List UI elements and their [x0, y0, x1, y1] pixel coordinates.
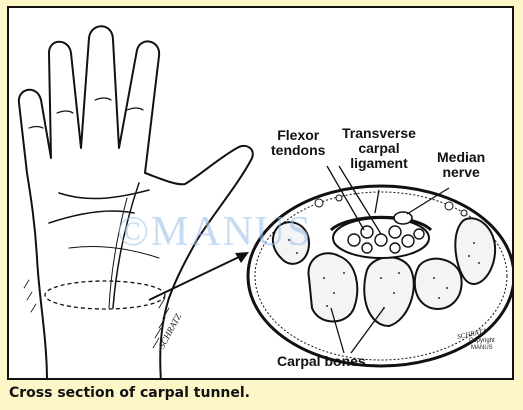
label-median-nerve: Median nerve [437, 150, 485, 180]
wrist-section-marker [45, 281, 165, 309]
label-transverse-carpal-ligament: Transverse carpal ligament [342, 126, 416, 171]
pointer-arrow [149, 252, 249, 300]
illustration-panel: ©MANUS Flexor tendons Transverse carpal … [7, 6, 514, 380]
copyright-note: Copyright MANUS [469, 338, 495, 352]
label-carpal-bones: Carpal bones [277, 354, 366, 369]
figure-caption: Cross section of carpal tunnel. [9, 385, 250, 401]
carpal-tunnel-illustration [9, 8, 514, 380]
label-flexor-tendons: Flexor tendons [271, 128, 325, 158]
hand-drawing [19, 26, 253, 380]
watermark: ©MANUS [117, 208, 313, 256]
